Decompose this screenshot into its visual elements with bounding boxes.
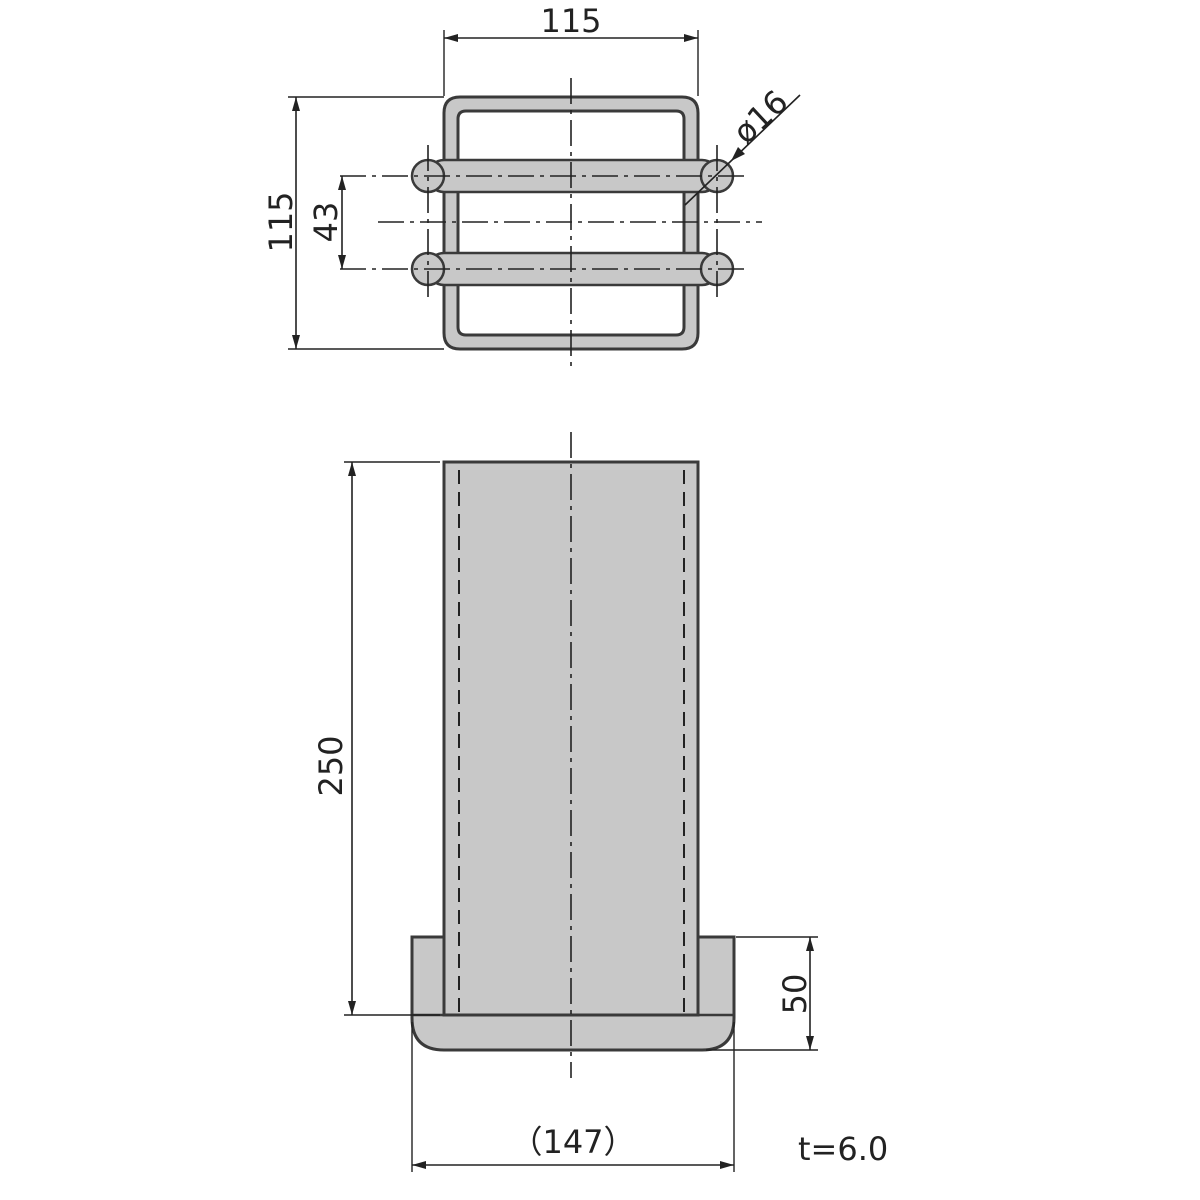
- base-width-label: （147）: [510, 1123, 635, 1161]
- spacing-label: 43: [307, 202, 345, 243]
- top-frame: [442, 95, 700, 351]
- top-view: 115 115 43 ø16: [262, 2, 801, 372]
- top-height-label: 115: [262, 191, 300, 252]
- hole-diameter-label: ø16: [725, 82, 795, 151]
- front-height-label: 250: [312, 735, 350, 796]
- front-view: 250 50 （147）: [312, 432, 818, 1172]
- top-width-label: 115: [540, 2, 601, 40]
- base-height-label: 50: [776, 974, 814, 1015]
- thickness-note: t=6.0: [798, 1130, 888, 1168]
- hole-leader-line: [684, 94, 801, 206]
